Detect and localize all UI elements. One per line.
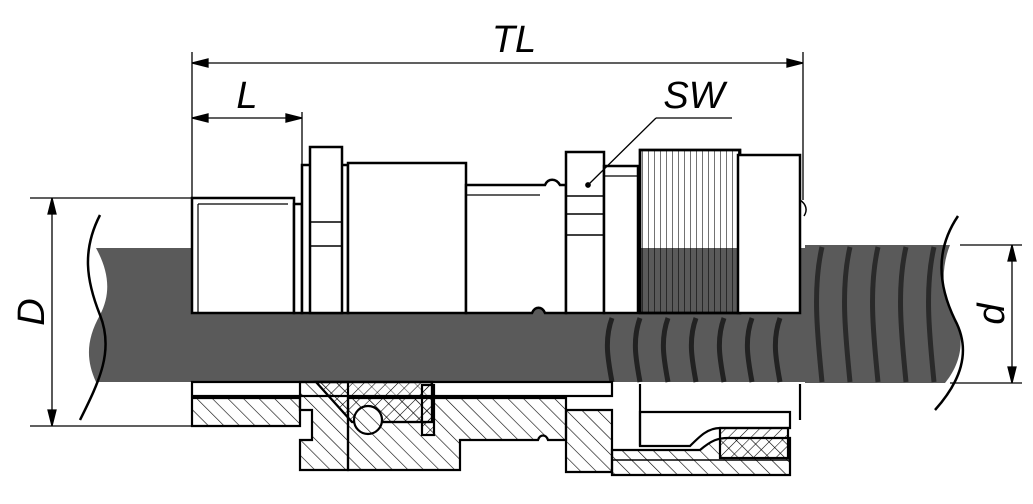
cable-break-right xyxy=(934,215,965,411)
section-body xyxy=(346,396,568,472)
knurled-sleeve xyxy=(638,148,742,315)
section-hex-nut xyxy=(564,408,614,474)
end-cap xyxy=(718,426,790,460)
thread-entry xyxy=(190,196,296,315)
label-thread-length: L xyxy=(236,75,257,117)
label-cable-diameter: d xyxy=(971,302,1013,325)
body-neck xyxy=(464,178,568,315)
sw-leader xyxy=(587,117,657,186)
gland-body xyxy=(346,161,468,315)
label-wrench-size: SW xyxy=(663,75,727,117)
hex-nut xyxy=(564,150,606,315)
gland-section xyxy=(190,380,802,477)
section-thread xyxy=(190,396,302,428)
dimensions xyxy=(30,52,1022,427)
cable-corrugation xyxy=(814,246,937,383)
cable-right-section xyxy=(805,245,961,383)
cable-corrugation-inner xyxy=(604,317,783,383)
label-outer-diameter: D xyxy=(11,298,53,325)
gland-exterior xyxy=(190,145,807,315)
cable-break-left xyxy=(78,214,107,421)
label-total-length: TL xyxy=(492,19,536,61)
